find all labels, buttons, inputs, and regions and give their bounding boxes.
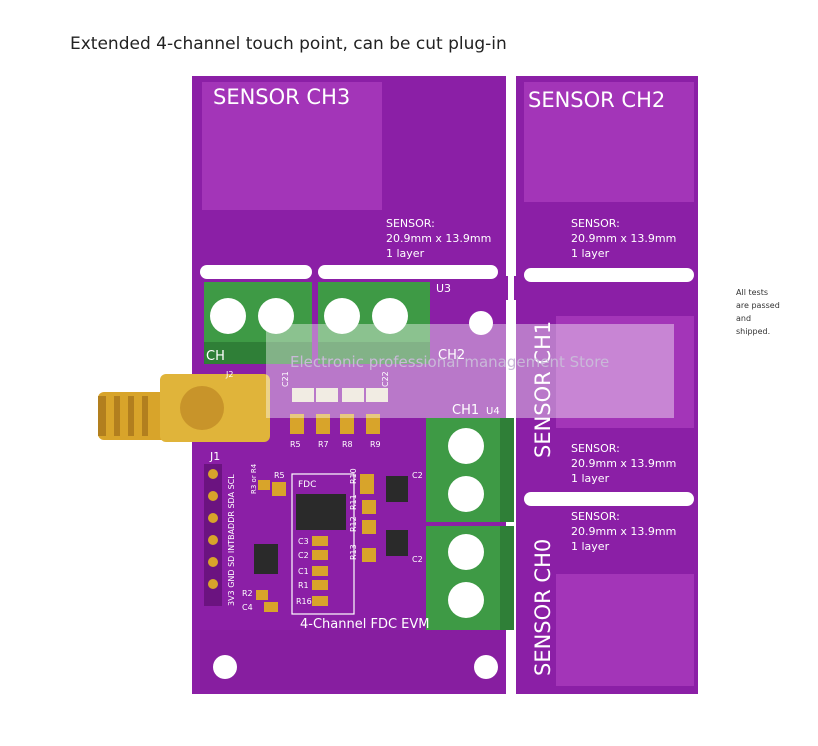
cut-slot <box>318 265 498 279</box>
svg-text:20.9mm x 13.9mm: 20.9mm x 13.9mm <box>571 457 676 470</box>
mounting-hole <box>213 655 237 679</box>
sensor-spec-ch1: SENSOR: 20.9mm x 13.9mm 1 layer <box>571 442 676 485</box>
smd-parts-fdc <box>312 536 328 606</box>
smd-parts-right <box>360 474 408 562</box>
sensor-spec-ch0: SENSOR: 20.9mm x 13.9mm 1 layer <box>571 510 676 553</box>
svg-text:SENSOR:: SENSOR: <box>571 442 620 455</box>
c2-label: C2 <box>298 551 309 560</box>
r2-label: R2 <box>242 589 253 598</box>
ch1-terminal-label: CH1 <box>452 403 479 418</box>
r13-label: R13 <box>349 544 358 560</box>
ch2-terminal-label: CH2 <box>438 348 465 363</box>
r5-label: R5 <box>290 440 301 449</box>
svg-text:SENSOR:: SENSOR: <box>571 217 620 230</box>
watermark-overlay <box>266 324 674 418</box>
sma-connector <box>98 374 270 442</box>
svg-text:1 layer: 1 layer <box>571 472 610 485</box>
fdc-label: FDC <box>298 480 316 490</box>
svg-text:1 layer: 1 layer <box>571 540 610 553</box>
sensor-ch1-label: SENSOR CH1 <box>531 321 555 458</box>
svg-text:SENSOR:: SENSOR: <box>386 217 435 230</box>
watermark-text: Electronic professional management Store <box>290 353 609 371</box>
u3-label: U3 <box>436 282 451 295</box>
r3r4-label: R3 or R4 <box>250 463 258 494</box>
smd-parts-left <box>254 480 286 612</box>
j1-label: J1 <box>209 450 220 463</box>
j2-label: J2 <box>225 370 233 379</box>
r10-label: R10 <box>349 468 358 484</box>
r9-label: R9 <box>370 440 381 449</box>
svg-text:1 layer: 1 layer <box>386 247 425 260</box>
sensor-ch0-label: SENSOR CH0 <box>531 539 555 676</box>
smd-parts-top <box>290 388 388 434</box>
cut-slot <box>200 265 312 279</box>
sensor-pad-ch2 <box>524 82 694 202</box>
r5b-label: R5 <box>274 471 285 480</box>
ch3-terminal-label: CH <box>206 349 225 364</box>
svg-text:1 layer: 1 layer <box>571 247 610 260</box>
pin-header-j1 <box>204 464 222 606</box>
terminal-block-ch3 <box>204 282 312 364</box>
c4-label: C4 <box>242 603 253 612</box>
sensor-spec-ch3: SENSOR: 20.9mm x 13.9mm 1 layer <box>386 217 491 260</box>
svg-text:20.9mm x 13.9mm: 20.9mm x 13.9mm <box>571 232 676 245</box>
board-title: 4-Channel FDC EVM <box>300 617 430 632</box>
sensor-pad-ch1 <box>556 316 694 428</box>
sensor-spec-ch2: SENSOR: 20.9mm x 13.9mm 1 layer <box>571 217 676 260</box>
r8-label: R8 <box>342 440 353 449</box>
image-caption: Extended 4-channel touch point, can be c… <box>70 34 507 54</box>
r11-label: R11 <box>349 494 358 510</box>
cut-slot <box>524 492 694 506</box>
u4-label: U4 <box>486 406 500 417</box>
terminal-block-ch2 <box>318 282 430 364</box>
mounting-hole <box>474 655 498 679</box>
j1-pin-labels: 3V3 GND SD INTBADDR SDA SCL <box>227 474 236 606</box>
r7-label: R7 <box>318 440 329 449</box>
svg-text:SENSOR:: SENSOR: <box>571 510 620 523</box>
terminal-block-ch0 <box>426 526 514 630</box>
r1-label: R1 <box>298 581 309 590</box>
svg-text:20.9mm x 13.9mm: 20.9mm x 13.9mm <box>386 232 491 245</box>
cut-slot <box>524 268 694 282</box>
c2a-label: C2 <box>412 471 423 480</box>
sensor-pad-ch0 <box>556 574 694 686</box>
mounting-hole <box>469 311 493 335</box>
side-note: All tests are passed and shipped. <box>736 288 780 336</box>
c1-label: C1 <box>298 567 309 576</box>
c3-label: C3 <box>298 537 309 546</box>
terminal-block-ch1 <box>426 418 514 522</box>
r12-label: R12 <box>349 516 358 532</box>
sensor-ch3-label: SENSOR CH3 <box>213 85 350 109</box>
c2b-label: C2 <box>412 555 423 564</box>
c22-label: C22 <box>381 371 390 387</box>
r16-label: R16 <box>296 597 312 606</box>
fdc-chip <box>296 494 346 530</box>
sensor-ch2-label: SENSOR CH2 <box>528 88 665 112</box>
sensor-pad-ch3 <box>202 82 382 210</box>
svg-text:20.9mm x 13.9mm: 20.9mm x 13.9mm <box>571 525 676 538</box>
c21-label: C21 <box>281 371 290 387</box>
